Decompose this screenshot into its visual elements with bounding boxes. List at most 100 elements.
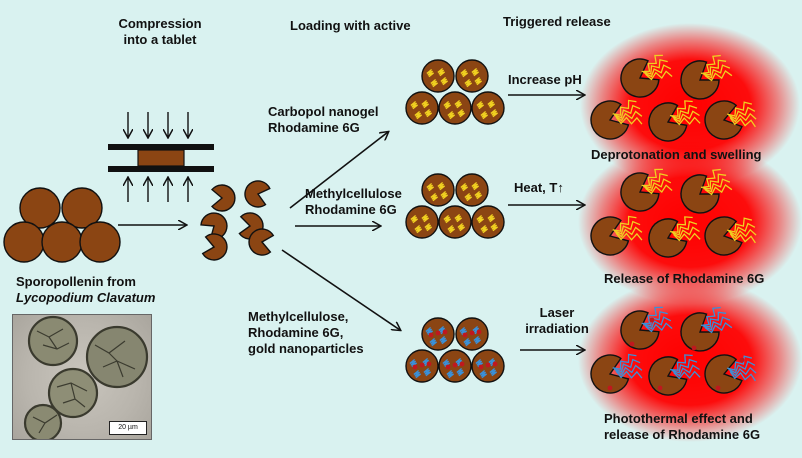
header-compression-line2: into a tablet: [123, 32, 197, 47]
release-laser-shell-5: [704, 354, 743, 394]
release-heat-shell-3: [590, 216, 630, 256]
release-ph-dye-2-3: [703, 64, 731, 79]
gold-loaded-gold-3-1: [419, 362, 425, 368]
carbopol-loaded-dye-5-4: [490, 108, 499, 118]
release-ph-shell-2: [680, 60, 720, 100]
trigger-heat-label: Heat, T↑: [514, 180, 564, 195]
load-carbopol-label: Carbopol nanogel Rhodamine 6G: [268, 104, 379, 136]
methylcellulose-loaded-dye-1-4: [440, 190, 449, 200]
release-ph-dye-5-3: [729, 112, 757, 123]
release-ph-dye-4-4: [673, 116, 701, 126]
gold-loaded-dye-3-3: [413, 369, 422, 379]
header-compression: Compression into a tablet: [100, 16, 220, 48]
release-laser-dye-2-1: [700, 306, 721, 327]
release-heat-dye-5-2: [728, 222, 756, 236]
release-ph-shell-5: [704, 100, 743, 140]
carbopol-loaded-circle-1: [421, 59, 455, 93]
methylcellulose-loaded-dye-4-1: [443, 214, 452, 224]
carbopol-loaded-dye-5-2: [487, 99, 496, 109]
gold-loaded-dye-4-4: [456, 367, 465, 377]
load-gold-line1: Methylcellulose,: [248, 309, 349, 324]
release-heat-dye-5-4: [729, 233, 756, 244]
spore-circle-5: [79, 221, 121, 263]
release-laser-dye-3-2: [613, 358, 641, 373]
carbopol-loaded-dye-5-3: [480, 110, 489, 120]
carbopol-loaded-circle-4: [438, 91, 472, 125]
release-ph-dye-4-1: [670, 100, 693, 117]
release-laser-shell-2: [680, 312, 720, 352]
release-ph-shell-4: [648, 102, 688, 142]
release-laser-dye-1-2: [642, 310, 668, 327]
carbopol-loaded-circle-2: [455, 59, 489, 93]
methylcellulose-loaded-dye-3-4: [424, 222, 433, 232]
release-ph-dye-1-4: [645, 70, 673, 81]
release-laser-dye-5-4: [729, 371, 756, 382]
broken-shell-5: [201, 233, 228, 261]
release-laser-gold-7: [739, 357, 745, 363]
load-carbopol-line2: Rhodamine 6G: [268, 120, 360, 135]
gold-loaded-dye-5-3: [479, 369, 488, 379]
carbopol-loaded-dye-1-4: [440, 76, 449, 86]
release-heat-dye-4-4: [673, 232, 701, 242]
release-laser-dye-3-1: [612, 353, 637, 370]
release-ph-dye-1-1: [641, 54, 663, 73]
release-laser-dye-4-3: [672, 364, 700, 377]
release-heat-dye-1-3: [644, 178, 672, 192]
load-gold-line3: gold nanoparticles: [248, 341, 364, 356]
release-ph-shell-3: [590, 100, 630, 140]
carbopol-loaded-circle-5: [471, 91, 505, 125]
release-laser-gold-2: [649, 317, 655, 323]
release-laser-gold-5: [657, 385, 663, 391]
release-ph-shell-1: [620, 58, 660, 98]
release-laser-dye-5-1: [727, 355, 753, 371]
gold-loaded-gold-2-1: [469, 330, 475, 336]
release-ph-dye-3-1: [612, 99, 637, 116]
gold-loaded-dye-3-4: [423, 367, 432, 377]
methylcellulose-loaded-dye-5-2: [487, 213, 496, 223]
release-heat-dye-4-3: [672, 226, 700, 239]
gold-loaded-dye-2-4: [473, 335, 482, 345]
load-carbopol-line1: Carbopol nanogel: [268, 104, 379, 119]
methylcellulose-loaded-dye-5-3: [480, 224, 489, 234]
methylcellulose-loaded-dye-3-1: [410, 214, 419, 224]
methylcellulose-loaded-circle-3: [405, 205, 439, 239]
release-laser-gold-3: [691, 345, 697, 351]
carbopol-loaded-dye-3-3: [414, 110, 423, 120]
methylcellulose-loaded-circle-2: [455, 173, 489, 207]
gold-loaded-gold-4-3: [459, 361, 465, 367]
release-heat-dye-3-4: [615, 232, 643, 241]
tablet-press: [108, 112, 214, 202]
spore-circle-2: [61, 187, 103, 229]
release-laser-gold-1: [629, 341, 635, 347]
micrograph-image: 20 µm: [12, 314, 152, 440]
release-ph-dye-4-3: [672, 110, 700, 123]
gold-loaded-dye-2-1: [459, 326, 468, 336]
methylcellulose-loaded-dye-4-4: [457, 222, 466, 232]
release-heat-dye-4-2: [671, 220, 698, 236]
arrow-to-gold: [281, 249, 400, 330]
gold-loaded-gold-4-2: [445, 364, 451, 370]
release-laser-dye-4-2: [671, 358, 698, 374]
release-heat: [590, 168, 757, 258]
release-heat-shell-4: [648, 218, 688, 258]
broken-shell-1: [211, 184, 236, 212]
load-gold-line2: Rhodamine 6G,: [248, 325, 344, 340]
source-species: Lycopodium Clavatum: [16, 290, 156, 305]
carbopol-loaded-dye-3-1: [410, 100, 419, 110]
press-plate-bottom: [108, 166, 214, 172]
micrograph-spores: [23, 315, 149, 439]
outcome-ph-label: Deprotonation and swelling: [591, 147, 762, 162]
press-plate-top: [108, 144, 214, 150]
release-ph-dye-2-4: [704, 70, 733, 82]
release-laser-dye-2-2: [702, 311, 727, 328]
gold-loaded-dye-1-4: [439, 335, 448, 345]
release-ph-dye-3-4: [615, 116, 643, 125]
trigger-laser-line2: irradiation: [525, 321, 589, 336]
load-gold-label: Methylcellulose, Rhodamine 6G, gold nano…: [248, 309, 364, 357]
carbopol-loaded-circle-3: [405, 91, 439, 125]
source-label: Sporopollenin from Lycopodium Clavatum: [16, 274, 155, 306]
methylcellulose-loaded-dye-1-2: [437, 181, 446, 191]
carbopol-loaded-dye-4-2: [454, 99, 463, 109]
methylcellulose-loaded-dye-4-2: [454, 213, 463, 223]
